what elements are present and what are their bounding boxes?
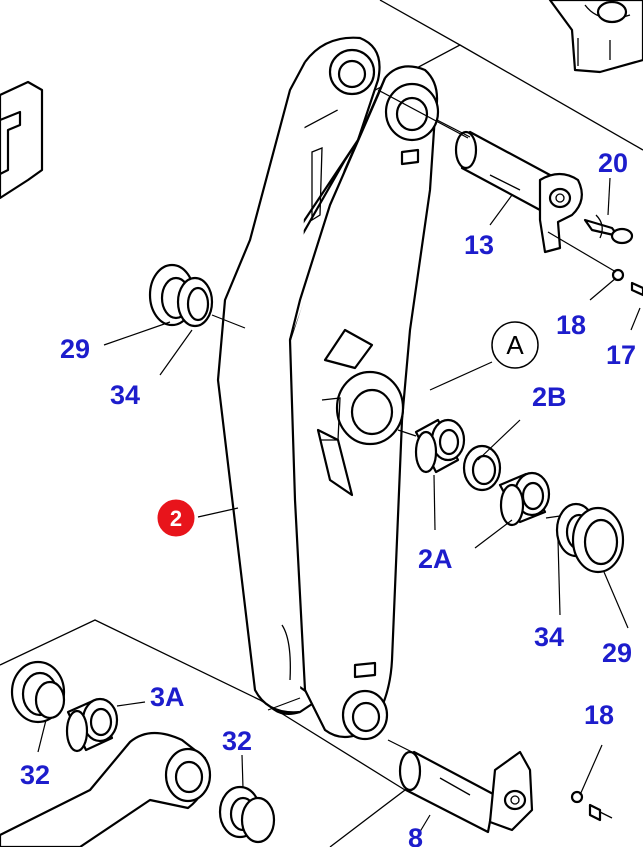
bolt-bottom-right	[588, 803, 613, 822]
callout-8: 8	[408, 823, 423, 847]
ring-32-left	[10, 660, 66, 724]
callout-labels: 20 13 18 17 29 34 A 2B 2 2A 34 29 3A 32 …	[20, 148, 636, 847]
callout-2: 2	[170, 506, 182, 531]
callout-2b: 2B	[532, 382, 567, 412]
callout-34-right: 34	[534, 622, 564, 652]
bolt-17	[630, 281, 643, 297]
washer-18-top	[611, 268, 625, 282]
pin-8-bottom	[398, 750, 534, 834]
washer-18-bottom	[570, 790, 584, 804]
callout-18-top: 18	[556, 310, 586, 340]
link-arm-front-plate	[288, 65, 440, 741]
callout-2a: 2A	[418, 544, 453, 574]
bushing-2a-lower	[498, 471, 551, 527]
frame-bracket-top-left	[0, 80, 44, 200]
callout-32-middle: 32	[222, 726, 252, 756]
callout-13: 13	[464, 230, 494, 260]
callout-17: 17	[606, 340, 636, 370]
leader-lines	[37, 89, 641, 836]
callout-34-left: 34	[110, 380, 140, 410]
callout-32-left: 32	[20, 760, 50, 790]
ring-34-left	[176, 276, 214, 328]
frame-bracket-top-right	[548, 0, 643, 74]
callout-a: A	[506, 330, 524, 360]
main-part-badge: 2	[156, 498, 196, 538]
callout-20: 20	[598, 148, 628, 178]
bushing-3a	[65, 697, 119, 753]
pin-13-top	[454, 130, 583, 254]
callout-29-right: 29	[602, 638, 632, 668]
seal-29-right	[571, 506, 625, 574]
callout-29-left: 29	[60, 334, 90, 364]
bolt-20	[583, 214, 634, 245]
bushing-2a-upper	[414, 418, 466, 474]
link-arm-rear-plate	[216, 36, 381, 716]
callout-18-bottom: 18	[584, 700, 614, 730]
callout-3a: 3A	[150, 682, 185, 712]
ring-32-middle	[218, 785, 276, 844]
reference-a-circle: A	[491, 321, 539, 369]
lower-link-arm	[0, 731, 212, 847]
spacer-2b	[462, 444, 502, 492]
